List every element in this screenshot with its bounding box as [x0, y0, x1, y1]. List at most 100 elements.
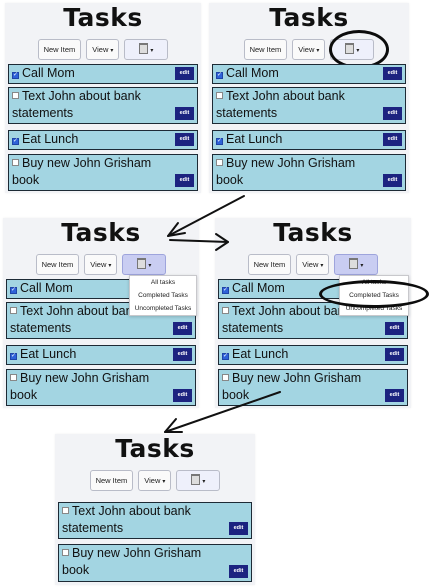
checkbox-checked[interactable]: ✓ — [12, 72, 19, 79]
task-item[interactable]: Buy new John Grisham book edit — [58, 544, 252, 582]
task-label: Text John about bank statements — [12, 89, 141, 120]
edit-button[interactable]: edit — [173, 322, 192, 335]
view-button[interactable]: View▾ — [138, 470, 172, 491]
task-item[interactable]: ✓Call Mom edit — [212, 64, 406, 84]
task-item[interactable]: Text John about bank statements edit — [8, 87, 198, 124]
task-item[interactable]: Buy new John Grisham book edit — [218, 369, 408, 406]
checkbox-checked[interactable]: ✓ — [216, 138, 223, 145]
task-item[interactable]: Buy new John Grisham book edit — [6, 369, 196, 406]
menu-item-uncompleted-tasks[interactable]: Uncompleted Tasks — [134, 305, 192, 312]
edit-button[interactable]: edit — [229, 522, 248, 535]
screen-3: Tasks New Item View▾ ▾ ✓Call Mom edit Te… — [3, 218, 199, 408]
checkbox-checked[interactable]: ✓ — [12, 138, 19, 145]
task-label: Text John about bank statements — [62, 504, 191, 535]
menu-item-all-tasks[interactable]: All tasks — [150, 279, 176, 286]
arrow-icon — [164, 418, 183, 433]
checkbox[interactable] — [216, 159, 223, 166]
task-label: Buy new John Grisham book — [12, 156, 152, 187]
screen-5: Tasks New Item View▾ ▾ Text John about b… — [55, 434, 255, 585]
page-title: Tasks — [273, 218, 353, 247]
page-title: Tasks — [63, 3, 143, 32]
edit-button[interactable]: edit — [175, 133, 194, 146]
chevron-down-icon: ▾ — [360, 263, 364, 269]
task-item[interactable]: ✓Eat Lunch edit — [6, 345, 196, 365]
checkbox[interactable] — [10, 307, 17, 314]
checkbox-checked[interactable]: ✓ — [10, 353, 17, 360]
edit-button[interactable]: edit — [175, 67, 194, 80]
checkbox-checked[interactable]: ✓ — [222, 287, 229, 294]
checkbox[interactable] — [62, 549, 69, 556]
checkbox[interactable] — [12, 92, 19, 99]
filter-button[interactable]: ▾ — [124, 39, 169, 60]
task-item[interactable]: ✓Eat Lunch edit — [218, 345, 408, 365]
edit-button[interactable]: edit — [385, 348, 404, 361]
checkbox[interactable] — [222, 307, 229, 314]
chevron-down-icon: ▾ — [108, 263, 112, 269]
checkbox-checked[interactable]: ✓ — [216, 72, 223, 79]
view-button[interactable]: View▾ — [84, 254, 118, 275]
task-label: Buy new John Grisham book — [216, 156, 356, 187]
new-item-button[interactable]: New Item — [35, 254, 80, 275]
chevron-down-icon: ▾ — [162, 479, 166, 485]
edit-button[interactable]: edit — [383, 107, 402, 120]
checkbox[interactable] — [10, 374, 17, 381]
task-item[interactable]: ✓Eat Lunch edit — [212, 130, 406, 150]
task-label: Eat Lunch — [20, 347, 77, 361]
checkbox-checked[interactable]: ✓ — [10, 287, 17, 294]
toolbar: New Item View▾ ▾ — [3, 254, 199, 275]
filter-button[interactable]: ▾ — [122, 254, 167, 275]
page-title: Tasks — [61, 218, 141, 247]
edit-button[interactable]: edit — [385, 322, 404, 335]
chevron-down-icon: ▾ — [320, 263, 324, 269]
screen-1: Tasks New Item View▾ ▾ ✓Call Mom edit Te… — [5, 3, 201, 193]
checkbox[interactable] — [62, 507, 69, 514]
screen-2: Tasks New Item View▾ ▾ ✓Call Mom edit Te… — [209, 3, 409, 193]
trash-can-icon — [349, 258, 359, 269]
task-item[interactable]: Buy new John Grisham book edit — [212, 154, 406, 191]
chevron-down-icon: ▾ — [202, 479, 206, 485]
edit-button[interactable]: edit — [175, 107, 194, 120]
checkbox[interactable] — [12, 159, 19, 166]
edit-button[interactable]: edit — [173, 348, 192, 361]
task-label: Buy new John Grisham book — [10, 371, 150, 402]
page-title: Tasks — [269, 3, 349, 32]
checkbox-checked[interactable]: ✓ — [222, 353, 229, 360]
checkbox[interactable] — [216, 92, 223, 99]
toolbar: New Item View▾ ▾ — [215, 254, 411, 275]
edit-button[interactable]: edit — [385, 389, 404, 402]
view-button[interactable]: View▾ — [292, 39, 326, 60]
view-button[interactable]: View▾ — [86, 39, 120, 60]
task-label: Eat Lunch — [232, 347, 289, 361]
task-item[interactable]: ✓Eat Lunch edit — [8, 130, 198, 150]
edit-button[interactable]: edit — [229, 565, 248, 578]
filter-dropdown-menu: All tasks Completed Tasks Uncompleted Ta… — [129, 275, 197, 316]
menu-item-completed-tasks[interactable]: Completed Tasks — [138, 292, 188, 299]
new-item-button[interactable]: New Item — [89, 470, 134, 491]
edit-button[interactable]: edit — [383, 133, 402, 146]
edit-button[interactable]: edit — [173, 389, 192, 402]
task-item[interactable]: Buy new John Grisham book edit — [8, 154, 198, 191]
new-item-button[interactable]: New Item — [247, 254, 292, 275]
toolbar: New Item View▾ ▾ — [5, 39, 201, 60]
task-label: Eat Lunch — [226, 132, 283, 146]
new-item-button[interactable]: New Item — [37, 39, 82, 60]
task-label: Call Mom — [22, 66, 75, 80]
task-item[interactable]: Text John about bank statements edit — [58, 502, 252, 539]
chevron-down-icon: ▾ — [316, 48, 320, 54]
trash-can-icon — [139, 43, 149, 54]
task-label: Text John about bank statements — [10, 304, 139, 335]
menu-item-uncompleted-tasks[interactable]: Uncompleted Tasks — [345, 305, 403, 312]
task-label: Text John about bank statements — [222, 304, 351, 335]
filter-button[interactable]: ▾ — [176, 470, 221, 491]
filter-button[interactable]: ▾ — [334, 254, 379, 275]
edit-button[interactable]: edit — [383, 67, 402, 80]
new-item-button[interactable]: New Item — [243, 39, 288, 60]
edit-button[interactable]: edit — [383, 174, 402, 187]
view-button[interactable]: View▾ — [296, 254, 330, 275]
task-item[interactable]: Text John about bank statements edit — [212, 87, 406, 124]
trash-can-icon — [137, 258, 147, 269]
task-label: Call Mom — [226, 66, 279, 80]
checkbox[interactable] — [222, 374, 229, 381]
edit-button[interactable]: edit — [175, 174, 194, 187]
task-item[interactable]: ✓Call Mom edit — [8, 64, 198, 84]
